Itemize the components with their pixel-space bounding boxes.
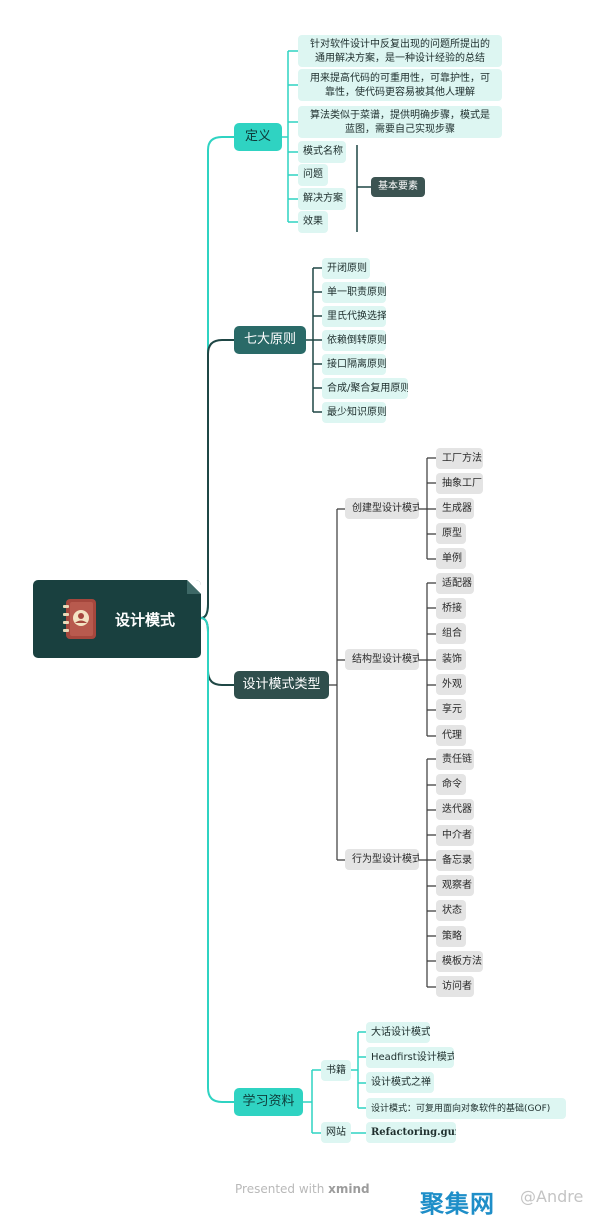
definition-desc-2[interactable]: 用来提高代码的可重用性，可靠护性，可靠性，使代码更容易被其他人理解 bbox=[298, 69, 502, 101]
behavioral-item[interactable]: 责任链 bbox=[436, 749, 474, 770]
element-effect[interactable]: 效果 bbox=[298, 211, 328, 233]
branch-pattern-types[interactable]: 设计模式类型 bbox=[234, 671, 329, 699]
author-watermark: @Andre bbox=[520, 1187, 584, 1206]
connector-principles-children bbox=[306, 267, 322, 413]
connector-resources-children bbox=[303, 1069, 321, 1134]
branch-resources[interactable]: 学习资料 bbox=[234, 1088, 303, 1116]
branch-definition[interactable]: 定义 bbox=[234, 123, 282, 151]
principle-item[interactable]: 接口隔离原则 bbox=[322, 354, 386, 375]
branch-principles[interactable]: 七大原则 bbox=[234, 326, 306, 354]
behavioral-item[interactable]: 访问者 bbox=[436, 976, 474, 997]
creational-item[interactable]: 生成器 bbox=[436, 498, 474, 519]
behavioral-item[interactable]: 备忘录 bbox=[436, 850, 474, 871]
behavioral-item[interactable]: 命令 bbox=[436, 774, 466, 795]
connector-types-groups bbox=[329, 508, 345, 861]
behavioral-item[interactable]: 模板方法 bbox=[436, 951, 483, 972]
page-corner-fold bbox=[187, 580, 201, 594]
connector-root-types bbox=[200, 617, 235, 686]
structural-item[interactable]: 代理 bbox=[436, 725, 466, 746]
watermark-logo: 聚集网 bbox=[420, 1190, 495, 1218]
structural-item[interactable]: 组合 bbox=[436, 623, 466, 644]
elements-summary-tag[interactable]: 基本要素 bbox=[371, 177, 425, 197]
behavioral-item[interactable]: 迭代器 bbox=[436, 799, 474, 820]
principle-item[interactable]: 依赖倒转原则 bbox=[322, 330, 386, 351]
principle-item[interactable]: 里氏代换选择 bbox=[322, 306, 386, 327]
element-solution[interactable]: 解决方案 bbox=[298, 188, 346, 210]
structural-item[interactable]: 装饰 bbox=[436, 649, 466, 670]
element-name[interactable]: 模式名称 bbox=[298, 141, 346, 163]
behavioral-item[interactable]: 策略 bbox=[436, 926, 466, 947]
site-item[interactable]: Refactoring.guru bbox=[366, 1122, 456, 1143]
definition-desc-1[interactable]: 针对软件设计中反复出现的问题所提出的通用解决方案，是一种设计经验的总结 bbox=[298, 35, 502, 67]
presented-with: Presented with xmind bbox=[235, 1182, 370, 1196]
group-creational[interactable]: 创建型设计模式 bbox=[345, 498, 419, 519]
creational-item[interactable]: 工厂方法 bbox=[436, 448, 483, 469]
notebook-icon bbox=[63, 599, 96, 639]
book-item[interactable]: 设计模式：可复用面向对象软件的基础(GOF) bbox=[366, 1098, 566, 1119]
connector-definition-children bbox=[282, 50, 298, 223]
connector-creational-items bbox=[419, 457, 436, 560]
principle-item[interactable]: 最少知识原则 bbox=[322, 402, 386, 423]
root-title: 设计模式 bbox=[115, 611, 176, 629]
presented-text: Presented with bbox=[235, 1182, 325, 1196]
principle-item[interactable]: 单一职责原则 bbox=[322, 282, 386, 303]
connector-books-items bbox=[351, 1031, 366, 1109]
structural-item[interactable]: 外观 bbox=[436, 674, 466, 695]
book-item[interactable]: Headfirst设计模式 bbox=[366, 1047, 454, 1068]
creational-item[interactable]: 单例 bbox=[436, 548, 466, 569]
connector-structural-items bbox=[419, 582, 436, 737]
group-behavioral[interactable]: 行为型设计模式 bbox=[345, 849, 419, 870]
definition-desc-3[interactable]: 算法类似于菜谱，提供明确步骤，模式是蓝图，需要自己实现步骤 bbox=[298, 106, 502, 138]
structural-item[interactable]: 享元 bbox=[436, 699, 466, 720]
xmind-brand: xmind bbox=[328, 1182, 370, 1196]
behavioral-item[interactable]: 中介者 bbox=[436, 825, 474, 846]
principle-item[interactable]: 合成/聚合复用原则 bbox=[322, 378, 408, 399]
connector-root-principles bbox=[200, 339, 235, 619]
resources-books-label[interactable]: 书籍 bbox=[321, 1060, 351, 1081]
connector-elements-bracket bbox=[356, 145, 371, 232]
book-item[interactable]: 大话设计模式 bbox=[366, 1022, 430, 1043]
creational-item[interactable]: 抽象工厂 bbox=[436, 473, 483, 494]
element-problem[interactable]: 问题 bbox=[298, 164, 328, 186]
connector-root-resources bbox=[200, 617, 235, 1103]
root-node[interactable]: 设计模式 bbox=[33, 580, 201, 658]
creational-item[interactable]: 原型 bbox=[436, 523, 466, 544]
principle-item[interactable]: 开闭原则 bbox=[322, 258, 370, 279]
group-structural[interactable]: 结构型设计模式 bbox=[345, 649, 419, 670]
resources-site-label[interactable]: 网站 bbox=[321, 1122, 351, 1143]
structural-item[interactable]: 适配器 bbox=[436, 573, 474, 594]
structural-item[interactable]: 桥接 bbox=[436, 598, 466, 619]
behavioral-item[interactable]: 观察者 bbox=[436, 875, 474, 896]
connector-behavioral-items bbox=[419, 758, 436, 988]
behavioral-item[interactable]: 状态 bbox=[436, 900, 466, 921]
book-item[interactable]: 设计模式之禅 bbox=[366, 1072, 434, 1093]
connector-root-definition bbox=[200, 136, 235, 619]
